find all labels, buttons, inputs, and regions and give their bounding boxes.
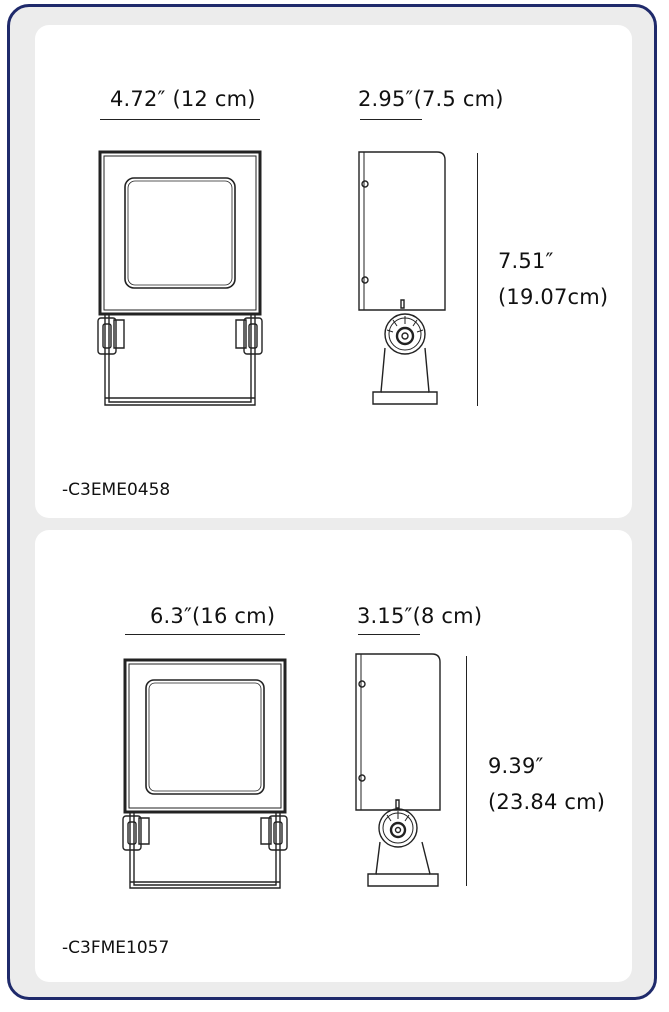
height-inch-label-2: 9.39″ bbox=[488, 754, 544, 778]
height-inch-label-1: 7.51″ bbox=[498, 249, 554, 273]
front-view-drawing-2 bbox=[120, 656, 290, 892]
side-view-drawing-2 bbox=[352, 650, 452, 890]
height-rule-1 bbox=[477, 153, 478, 406]
side-depth-rule-1 bbox=[360, 119, 422, 120]
front-width-rule-2 bbox=[125, 634, 285, 635]
height-cm-label-1: (19.07cm) bbox=[498, 285, 609, 309]
side-depth-rule-2 bbox=[358, 634, 420, 635]
side-view-drawing-1 bbox=[355, 148, 455, 410]
front-width-label-2: 6.3″(16 cm) bbox=[150, 604, 276, 628]
front-view-drawing-1 bbox=[95, 150, 265, 410]
front-width-rule-1 bbox=[100, 119, 260, 120]
side-depth-label-1: 2.95″(7.5 cm) bbox=[358, 87, 504, 111]
height-rule-2 bbox=[466, 656, 467, 886]
front-width-label-1: 4.72″ (12 cm) bbox=[110, 87, 256, 111]
height-cm-label-2: (23.84 cm) bbox=[488, 790, 606, 814]
side-depth-label-2: 3.15″(8 cm) bbox=[357, 604, 483, 628]
model-number-2: -C3FME1057 bbox=[62, 938, 170, 958]
model-number-1: -C3EME0458 bbox=[62, 480, 171, 500]
